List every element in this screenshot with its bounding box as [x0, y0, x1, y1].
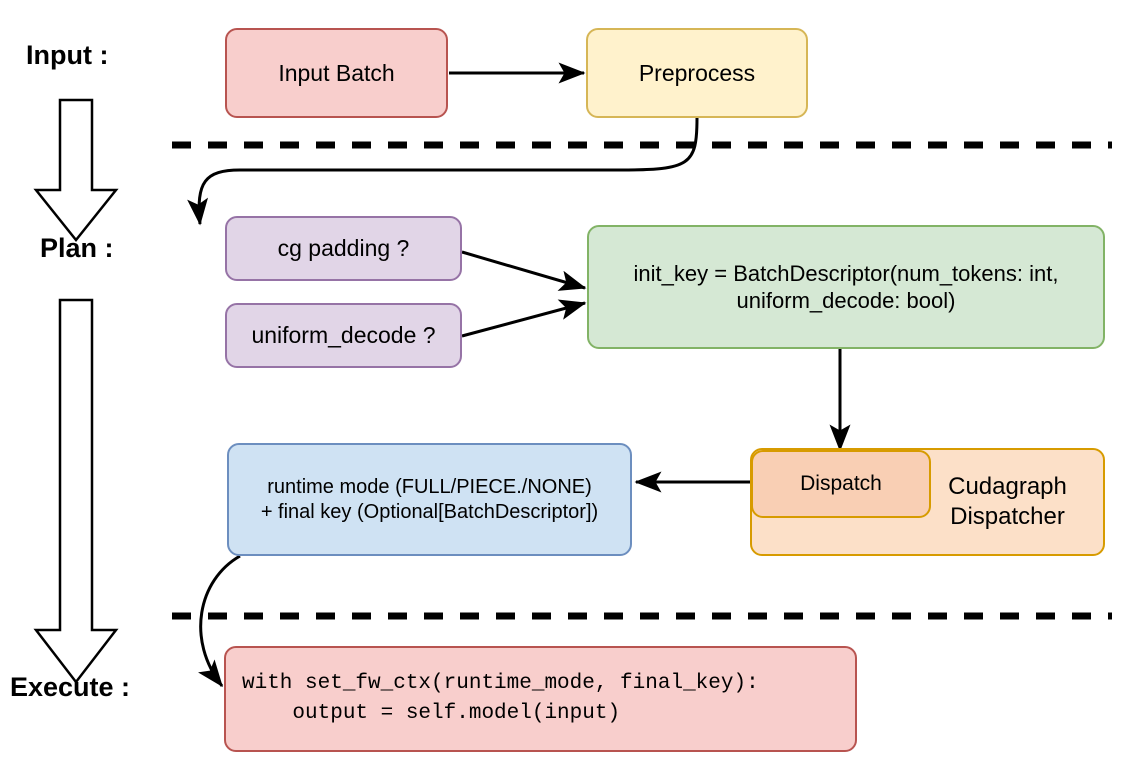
node-preprocess[interactable]: Preprocess: [586, 28, 808, 118]
node-runtime-mode-line2: + final key (Optional[BatchDescriptor]): [260, 500, 599, 523]
arrow-uniform-decode-to-init-key: [461, 299, 587, 338]
node-dispatch-label: Dispatch: [800, 471, 882, 495]
node-init-key-line1: init_key = BatchDescriptor(num_tokens: i…: [633, 260, 1059, 286]
stage-label-execute: Execute :: [10, 672, 131, 702]
node-dispatch[interactable]: Dispatch: [751, 450, 931, 518]
arrow-preprocess-to-cg-padding: [187, 117, 699, 226]
node-runtime-mode-line1: runtime mode (FULL/PIECE./NONE): [267, 475, 592, 498]
node-execute-code-line1: with set_fw_ctx(runtime_mode, final_key)…: [242, 671, 759, 695]
node-cudagraph-dispatcher-line1: Cudagraph: [948, 473, 1067, 500]
node-uniform-decode[interactable]: uniform_decode ?: [225, 303, 462, 368]
plan-to-execute-block-arrow: [33, 298, 119, 685]
arrow-cg-padding-to-init-key: [461, 250, 587, 291]
node-cudagraph-dispatcher-line2: Dispatcher: [950, 503, 1065, 530]
stage-label-input: Input :: [26, 40, 109, 70]
node-execute-code-line2: output = self.model(input): [242, 702, 621, 725]
stage-label-plan: Plan :: [40, 233, 114, 263]
input-to-plan-block-arrow: [33, 98, 119, 243]
node-input-batch-label: Input Batch: [278, 59, 395, 86]
node-runtime-mode[interactable]: runtime mode (FULL/PIECE./NONE) + final …: [227, 443, 632, 556]
node-input-batch[interactable]: Input Batch: [225, 28, 448, 118]
node-cg-padding[interactable]: cg padding ?: [225, 216, 462, 281]
node-init-key-line2: uniform_decode: bool): [736, 288, 956, 313]
node-cg-padding-label: cg padding ?: [277, 235, 410, 262]
node-init-key[interactable]: init_key = BatchDescriptor(num_tokens: i…: [587, 225, 1105, 349]
node-uniform-decode-label: uniform_decode ?: [251, 322, 436, 349]
node-preprocess-label: Preprocess: [638, 59, 756, 86]
node-execute-code[interactable]: with set_fw_ctx(runtime_mode, final_key)…: [224, 646, 857, 752]
